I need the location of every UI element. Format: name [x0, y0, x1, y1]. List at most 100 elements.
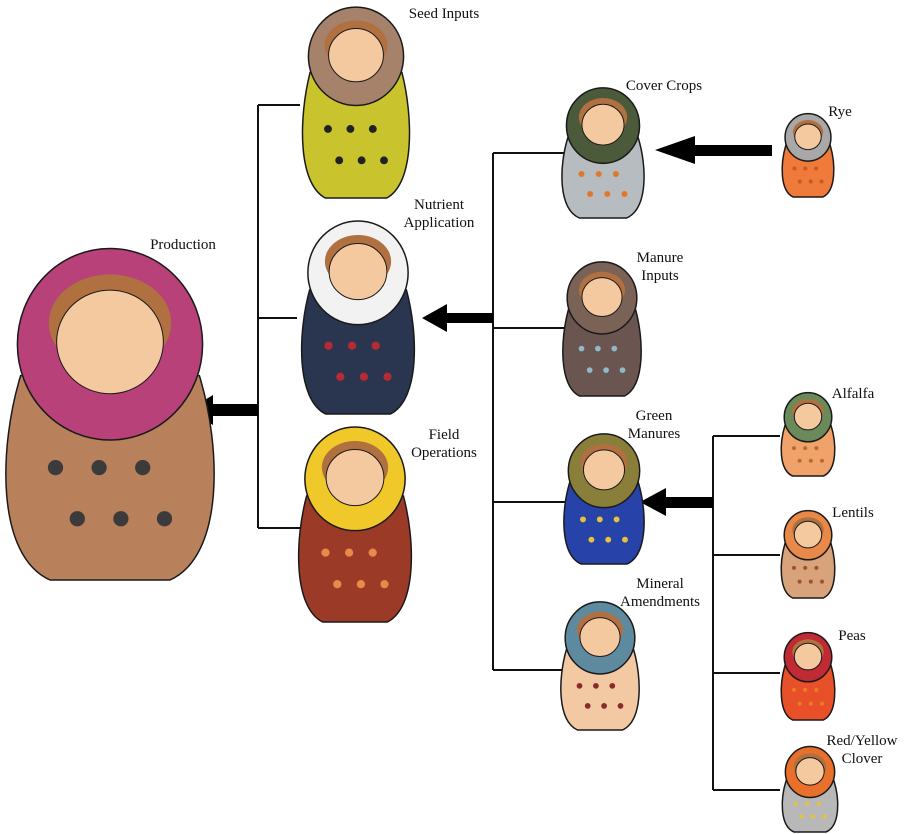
doll-pattern-dot [803, 446, 807, 450]
doll-pattern-dot [798, 179, 802, 183]
doll-pattern-dot [809, 702, 813, 706]
doll-pattern-dot [609, 683, 615, 689]
doll-nutrient [302, 221, 415, 414]
doll-pattern-dot [809, 580, 813, 584]
doll-pattern-dot [820, 179, 824, 183]
doll-pattern-dot [792, 566, 796, 570]
label-nutrient-application: Nutrient Application [388, 196, 490, 232]
doll-cover [562, 88, 644, 218]
label-seed-inputs: Seed Inputs [394, 5, 494, 23]
doll-pattern-dot [620, 367, 626, 373]
doll-pattern-dot [597, 516, 603, 522]
doll-pattern-dot [604, 191, 610, 197]
doll-pattern-dot [369, 125, 377, 133]
doll-face [329, 244, 387, 300]
arrow-to-green [640, 488, 713, 516]
doll-seed [302, 7, 409, 198]
doll-pattern-dot [613, 171, 619, 177]
doll-pattern-dot [578, 171, 584, 177]
doll-peas [781, 633, 835, 720]
doll-face [580, 618, 620, 657]
label-alfalfa: Alfalfa [822, 385, 884, 403]
doll-face [582, 104, 624, 145]
doll-pattern-dot [792, 446, 796, 450]
doll-pattern-dot [820, 580, 824, 584]
doll-pattern-dot [587, 191, 593, 197]
doll-pattern-dot [324, 342, 332, 350]
doll-pattern-dot [601, 703, 607, 709]
doll-rye [782, 114, 834, 197]
doll-pattern-dot [605, 537, 611, 543]
arrow-to-nutrient [422, 304, 493, 332]
doll-pattern-dot [380, 156, 388, 164]
doll-face [329, 29, 384, 82]
doll-face [794, 521, 821, 548]
doll-pattern-dot [113, 511, 128, 526]
doll-face [57, 290, 164, 394]
doll-pattern-dot [822, 814, 826, 818]
doll-pattern-dot [360, 373, 368, 381]
doll-pattern-dot [809, 179, 813, 183]
doll-mineral [561, 602, 639, 730]
doll-production [6, 249, 214, 580]
doll-pattern-dot [372, 342, 380, 350]
label-rye: Rye [812, 103, 868, 121]
doll-pattern-dot [577, 683, 583, 689]
doll-pattern-dot [580, 516, 586, 522]
doll-face [795, 124, 821, 150]
label-cover-crops: Cover Crops [612, 77, 716, 95]
doll-pattern-dot [798, 580, 802, 584]
doll-pattern-dot [336, 373, 344, 381]
doll-pattern-dot [798, 702, 802, 706]
doll-face [582, 278, 622, 317]
doll-pattern-dot [603, 367, 609, 373]
doll-face [794, 643, 821, 670]
doll-green [564, 434, 644, 564]
doll-pattern-dot [793, 166, 797, 170]
doll-pattern-dot [593, 683, 599, 689]
doll-pattern-dot [614, 516, 620, 522]
doll-pattern-dot [345, 548, 353, 556]
label-red-yellow-clover: Red/Yellow Clover [818, 732, 906, 768]
doll-pattern-dot [803, 166, 807, 170]
doll-pattern-dot [596, 171, 602, 177]
label-lentils: Lentils [822, 504, 884, 522]
label-field-operations: Field Operations [398, 426, 490, 462]
doll-alfalfa [781, 393, 835, 476]
doll-pattern-dot [811, 814, 815, 818]
doll-pattern-dot [587, 367, 593, 373]
label-manure-inputs: Manure Inputs [622, 249, 698, 285]
doll-pattern-dot [321, 548, 329, 556]
label-peas: Peas [822, 627, 882, 645]
doll-pattern-dot [618, 703, 624, 709]
doll-pattern-dot [346, 125, 354, 133]
arrow-from-rye [655, 136, 772, 164]
doll-pattern-dot [820, 459, 824, 463]
doll-pattern-dot [809, 459, 813, 463]
label-production: Production [130, 236, 236, 254]
doll-pattern-dot [335, 156, 343, 164]
doll-pattern-dot [814, 446, 818, 450]
doll-pattern-dot [157, 511, 172, 526]
doll-face [583, 450, 624, 490]
doll-pattern-dot [91, 460, 106, 475]
doll-pattern-dot [798, 459, 802, 463]
doll-pattern-dot [369, 548, 377, 556]
doll-pattern-dot [48, 460, 63, 475]
label-green-manures: Green Manures [614, 407, 694, 443]
doll-pattern-dot [820, 702, 824, 706]
doll-pattern-dot [792, 688, 796, 692]
doll-pattern-dot [621, 191, 627, 197]
doll-pattern-dot [595, 346, 601, 352]
doll-pattern-dot [814, 566, 818, 570]
doll-pattern-dot [380, 580, 388, 588]
doll-pattern-dot [324, 125, 332, 133]
doll-lentils [781, 511, 835, 598]
doll-face [326, 450, 384, 506]
doll-pattern-dot [814, 166, 818, 170]
doll-pattern-dot [793, 802, 797, 806]
doll-pattern-dot [348, 342, 356, 350]
doll-field [299, 427, 412, 622]
